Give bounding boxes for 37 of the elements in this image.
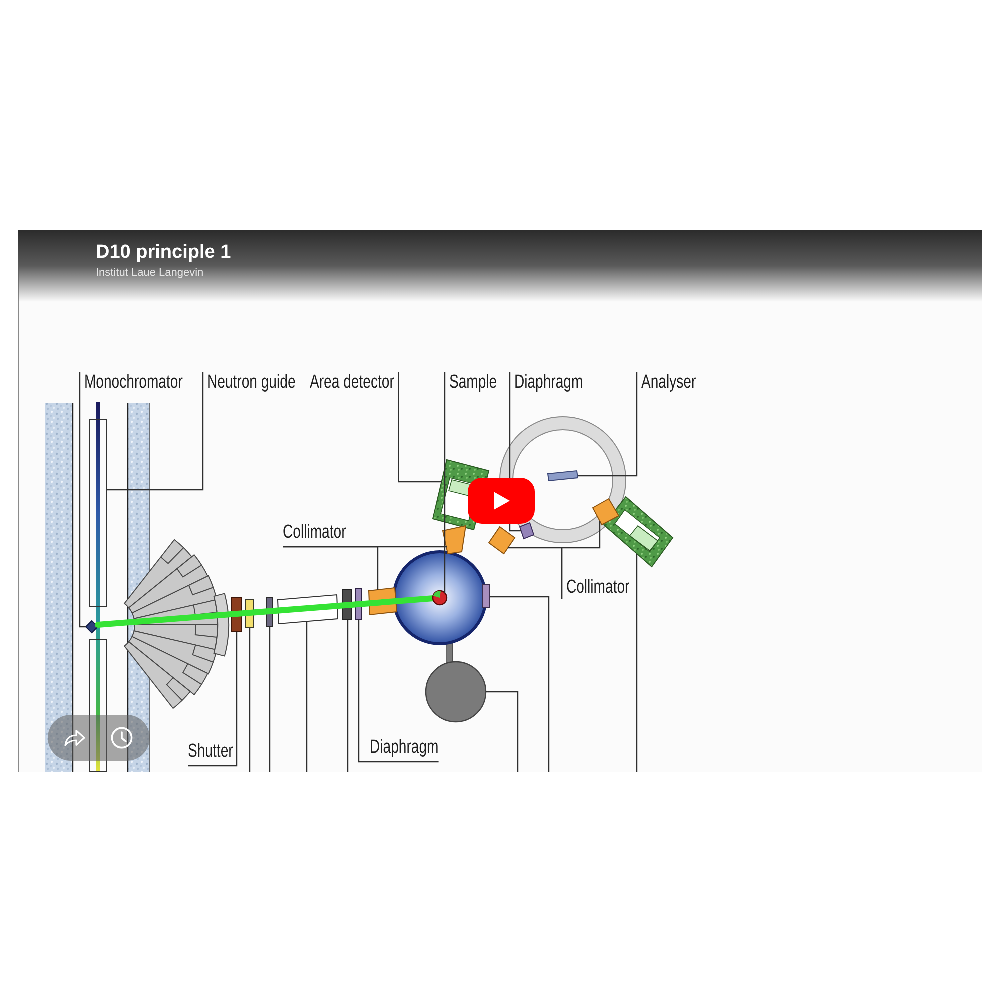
part-label: Sample [445,372,498,394]
video-title: D10 principle 1 [96,242,232,264]
ball [425,661,487,723]
leader-line [490,596,550,772]
leader-line [636,554,638,772]
part-label: Shutter [188,741,234,766]
part-label: Monochromator [80,372,183,394]
leader-line [347,620,349,772]
part-label: Diaphragm [370,737,439,762]
monochromator-crystal [85,620,99,634]
leader-line [444,372,446,593]
leader-line [578,372,638,477]
leader-line [283,546,447,548]
part-label: Collimator [283,522,346,547]
collimator [592,498,620,526]
collimator [442,525,467,555]
leader-line [107,372,204,491]
leader-line [306,622,308,772]
leader-line [398,372,442,483]
analyser-crystal [547,470,579,482]
leader-line [486,691,519,772]
part-label: Collimator [562,577,630,599]
leader-line [188,632,238,767]
diaphragm [519,522,535,540]
part-label: Analyser [637,372,696,394]
leader-line [269,627,271,772]
channel-name: Institut Laue Langevin [96,267,204,280]
sample [432,590,448,606]
leader-line [249,628,251,772]
part-label: Diaphragm [510,372,584,394]
part-label: Neutron guide [203,372,296,394]
neutron-guide [90,420,108,772]
beam-tube [277,594,339,625]
side-block [482,584,490,608]
collimator [488,526,516,555]
leader-line [358,620,439,763]
part-label: Area detector [310,372,399,394]
